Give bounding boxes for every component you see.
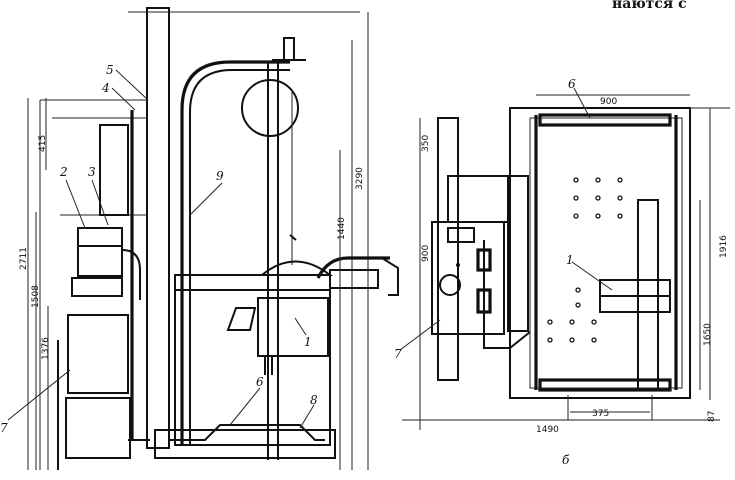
caption-fragment: наются с	[612, 0, 687, 12]
callout-1-front: 1	[304, 335, 312, 349]
dim-2711: 2711	[19, 247, 29, 270]
view-label-b: б	[562, 453, 570, 467]
gauge	[439, 274, 461, 296]
callout-8: 8	[310, 393, 318, 407]
hole-pattern	[547, 177, 623, 343]
callout-4: 4	[101, 81, 110, 95]
valve	[447, 227, 475, 243]
dim-900-top: 900	[600, 97, 617, 107]
left-post	[437, 117, 459, 381]
dim-375: 375	[592, 409, 609, 419]
callout-9: 9	[216, 169, 224, 183]
dim-415: 415	[38, 135, 48, 152]
upper-box	[99, 124, 129, 216]
top-rail	[538, 113, 672, 127]
callout-5: 5	[106, 63, 114, 77]
pulley-disk	[241, 79, 299, 137]
pit-frame	[509, 107, 691, 399]
dim-1650: 1650	[703, 323, 713, 346]
lifted-body	[257, 297, 329, 357]
bottom-tray	[170, 424, 325, 441]
dim-1440: 1440	[337, 217, 347, 240]
front-view: 5 4 2 3 9 1 6 8 7 415 2711 1508 1376 329…	[0, 7, 399, 470]
callout-3: 3	[88, 165, 96, 179]
dim-1916: 1916	[719, 235, 729, 258]
cabinet-base	[65, 397, 131, 459]
main-frame	[174, 274, 331, 446]
side-pipe	[316, 256, 390, 279]
dim-1508: 1508	[31, 285, 41, 308]
dim-900-side: 900	[421, 245, 431, 262]
motor	[77, 227, 123, 277]
bottom-rail	[538, 378, 672, 392]
dim-1376: 1376	[41, 337, 51, 360]
small-bracket	[226, 307, 257, 331]
callout-2: 2	[59, 165, 68, 179]
arched-guide-tube	[180, 60, 290, 445]
floor-base	[154, 429, 336, 459]
callout-1-plan: 1	[566, 253, 574, 267]
callout-6-plan: 6	[568, 77, 576, 91]
hook-top	[283, 37, 295, 61]
column	[146, 7, 170, 449]
inner-frame	[529, 117, 683, 389]
callout-6-front: 6	[256, 375, 264, 389]
dim-87: 87	[707, 411, 717, 422]
dim-3290: 3290	[355, 167, 365, 190]
plan-view: 6 1 7 б 900 350 900 1916 1650 375 1490 8…	[394, 77, 730, 467]
callout-7-plan: 7	[394, 347, 402, 361]
cabinet	[67, 314, 129, 394]
callout-7-front: 7	[0, 421, 8, 435]
dim-1490: 1490	[536, 425, 559, 435]
dim-350: 350	[421, 135, 431, 152]
